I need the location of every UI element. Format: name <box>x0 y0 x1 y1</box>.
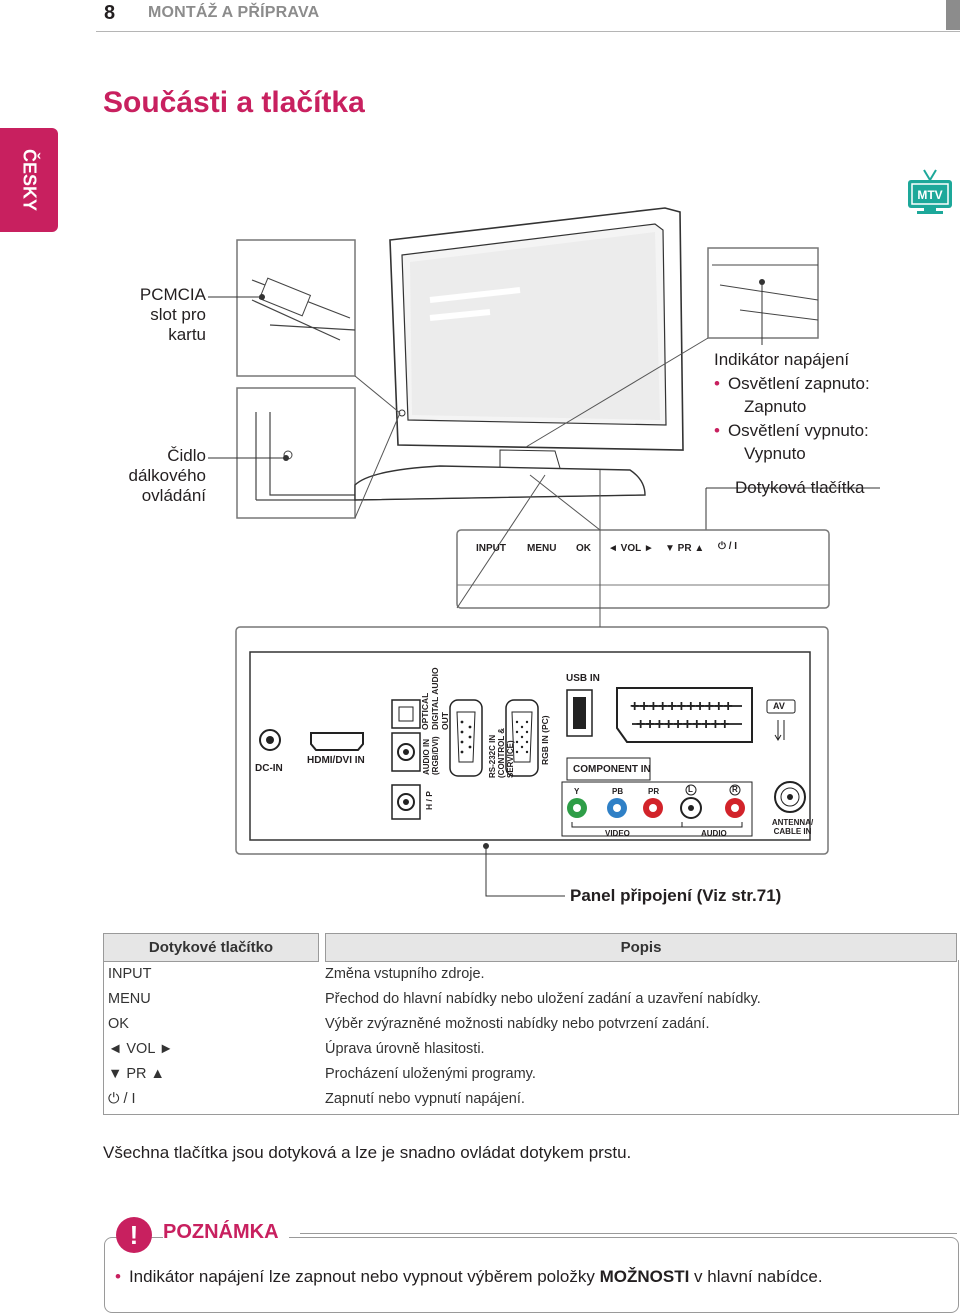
svg-text:++++++++++: ++++++++++ <box>636 716 729 733</box>
rs232-label: RS-232C IN (CONTROL & SERVICE) <box>488 727 515 778</box>
power-indicator-label: Indikátor napájení •Osvětlení zapnuto: Z… <box>714 350 870 463</box>
mtv-icon: MTV <box>908 169 952 214</box>
l-label: L <box>688 785 693 794</box>
note-divider <box>300 1233 957 1234</box>
table-body: INPUT MENU OK ◄ VOL ► ▼ PR ▲ ⏻ / I Změna… <box>103 960 959 1115</box>
note-heading: POZNÁMKA <box>163 1221 289 1244</box>
table-row-button: INPUT <box>108 966 152 982</box>
power-indicator-inset <box>707 247 819 339</box>
y-label: Y <box>574 787 580 796</box>
table-row-button: ◄ VOL ► <box>108 1041 174 1057</box>
table-header-row: Dotykové tlačítko Popis <box>103 933 957 962</box>
strip-power-label: ⏻ / I <box>718 541 738 552</box>
strip-pr-label: ▼ PR ▲ <box>665 543 705 554</box>
table-row-description: Procházení uloženými programy. <box>325 1066 536 1082</box>
button-strip <box>456 529 830 609</box>
audio-label: AUDIO <box>701 829 727 838</box>
table-header-button: Dotykové tlačítko <box>103 933 319 962</box>
language-tab: ČESKY <box>0 128 58 232</box>
svg-text:+++++++++++: +++++++++++ <box>630 698 733 715</box>
tv-stand <box>354 465 646 501</box>
table-row-description: Změna vstupního zdroje. <box>325 966 485 982</box>
header-divider <box>96 31 960 32</box>
video-label: VIDEO <box>605 829 630 838</box>
dc-in-label: DC-IN <box>255 763 283 774</box>
table-row-description: Přechod do hlavní nabídky nebo uložení z… <box>325 991 761 1007</box>
mtv-label: MTV <box>917 188 942 202</box>
table-header-description: Popis <box>325 933 957 962</box>
usb-label: USB IN <box>566 673 600 684</box>
warning-icon: ! <box>116 1217 152 1253</box>
body-paragraph: Všechna tlačítka jsou dotyková a lze je … <box>103 1143 632 1162</box>
touch-buttons-table: Dotykové tlačítko Popis <box>103 933 957 962</box>
strip-vol-label: ◄ VOL ► <box>608 543 654 554</box>
touch-buttons-label: Dotyková tlačítka <box>735 478 865 497</box>
page-number: 8 <box>104 2 116 24</box>
component-label: COMPONENT IN <box>573 764 651 775</box>
table-row-button: ▼ PR ▲ <box>108 1066 165 1082</box>
header-corner-mark <box>946 0 960 30</box>
table-row-description: Zapnutí nebo vypnutí napájení. <box>325 1091 525 1107</box>
strip-ok-label: OK <box>576 543 591 554</box>
strip-input-label: INPUT <box>476 543 506 554</box>
power-icon: ⏻ <box>718 541 729 552</box>
hdmi-label: HDMI/DVI IN <box>307 755 365 766</box>
pr-label: PR <box>648 787 660 796</box>
table-col-buttons: INPUT MENU OK ◄ VOL ► ▼ PR ▲ ⏻ / I <box>108 962 173 1112</box>
table-row-description: Úprava úrovně hlasitosti. <box>325 1041 485 1057</box>
rgb-label: RGB IN (PC) <box>540 715 550 765</box>
note-item: •Indikátor napájení lze zapnout nebo vyp… <box>115 1267 823 1286</box>
power-icon: ⏻ <box>108 1091 124 1107</box>
table-row-button: OK <box>108 1016 129 1032</box>
table-row-button: ⏻ / I <box>108 1091 136 1107</box>
table-row-description: Výběr zvýrazněné možnosti nabídky nebo p… <box>325 1016 710 1032</box>
antenna-label: ANTENNA/ CABLE IN <box>771 818 814 836</box>
pb-label: PB <box>612 787 624 796</box>
connection-panel-label: Panel připojení (Viz str.71) <box>570 886 782 905</box>
audio-in-label: AUDIO IN (RGB/DVI) <box>422 736 440 775</box>
strip-menu-label: MENU <box>527 543 557 554</box>
table-row-button: MENU <box>108 991 151 1007</box>
table-col-descriptions: Změna vstupního zdroje. Přechod do hlavn… <box>325 962 761 1112</box>
r-label: R <box>732 785 738 794</box>
section-title: MONTÁŽ A PŘÍPRAVA <box>148 4 320 21</box>
page-title: Součásti a tlačítka <box>103 86 365 119</box>
remote-sensor-inset <box>236 387 356 519</box>
av-label: AV <box>773 701 785 711</box>
headphone-label: H / P <box>424 791 434 810</box>
